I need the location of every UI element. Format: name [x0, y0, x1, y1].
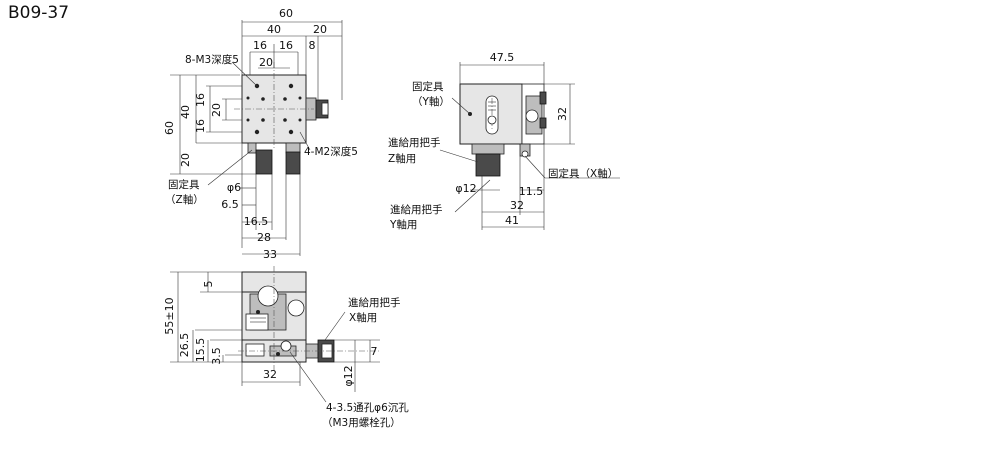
dim-11-5: 11.5: [519, 185, 544, 198]
top-view-y-knob: [285, 151, 301, 175]
dim-top-20b: 20: [259, 56, 273, 69]
dim-front-32: 32: [263, 368, 277, 381]
page-title: B09-37: [8, 3, 70, 23]
dim-top-20: 20: [313, 23, 327, 36]
label-feed-y-axis: Y軸用: [389, 218, 417, 231]
dim-6-5: 6.5: [221, 198, 239, 211]
dim-side-phi12: φ12: [455, 182, 476, 195]
front-view: [170, 266, 380, 403]
label-feed-x: 進給用把手: [348, 296, 401, 309]
dim-top-16a: 16: [253, 39, 267, 52]
label-m2-holes: 4-M2深度5: [304, 145, 358, 158]
side-view: [439, 62, 620, 230]
dim-front-7: 7: [371, 345, 378, 358]
label-fix-y-axis: （Y軸）: [412, 95, 450, 108]
label-through-holes: 4-3.5通孔φ6沉孔: [326, 401, 409, 414]
dim-28: 28: [257, 231, 271, 244]
label-fix-z: 固定具: [168, 178, 200, 191]
label-feed-z-axis: Z軸用: [388, 152, 416, 165]
dim-33: 33: [263, 248, 277, 261]
dim-3-5: 3.5: [210, 347, 223, 365]
dim-top-60: 60: [279, 7, 293, 20]
dim-side-32: 32: [556, 107, 569, 121]
side-view-y-knob: [475, 153, 501, 177]
dim-front-5: 5: [202, 281, 215, 288]
top-view: [170, 20, 343, 256]
dim-left-20b: 20: [210, 103, 223, 117]
dim-top-40: 40: [267, 23, 281, 36]
dim-side-32b: 32: [510, 199, 524, 212]
label-fix-x: 固定具（X軸）: [548, 167, 618, 180]
dim-left-40: 40: [179, 105, 192, 119]
label-m3-holes: 8-M3深度5: [185, 53, 239, 66]
dim-left-16b: 16: [194, 119, 207, 133]
dim-55-10: 55±10: [163, 297, 176, 334]
top-view-z-knob: [255, 149, 273, 175]
dim-front-phi12: φ12: [342, 365, 355, 386]
dim-47-5: 47.5: [490, 51, 515, 64]
dim-top-16b: 16: [279, 39, 293, 52]
dim-top-8: 8: [309, 39, 316, 52]
label-fix-y: 固定具: [412, 80, 444, 93]
dim-left-16a: 16: [194, 93, 207, 107]
label-feed-y: 進給用把手: [390, 203, 443, 216]
label-fix-z-axis: （Z軸）: [165, 193, 204, 206]
label-feed-z: 進給用把手: [388, 136, 441, 149]
label-feed-x-axis: X軸用: [349, 311, 377, 324]
label-bolt-holes: （M3用螺栓孔）: [322, 416, 401, 429]
dim-16-5: 16.5: [244, 215, 269, 228]
dim-phi6: φ6: [227, 181, 241, 194]
dim-15-5: 15.5: [194, 338, 207, 363]
dim-left-60: 60: [163, 121, 176, 135]
dim-41: 41: [505, 214, 519, 227]
dim-26-5: 26.5: [178, 333, 191, 358]
dim-left-20: 20: [179, 153, 192, 167]
